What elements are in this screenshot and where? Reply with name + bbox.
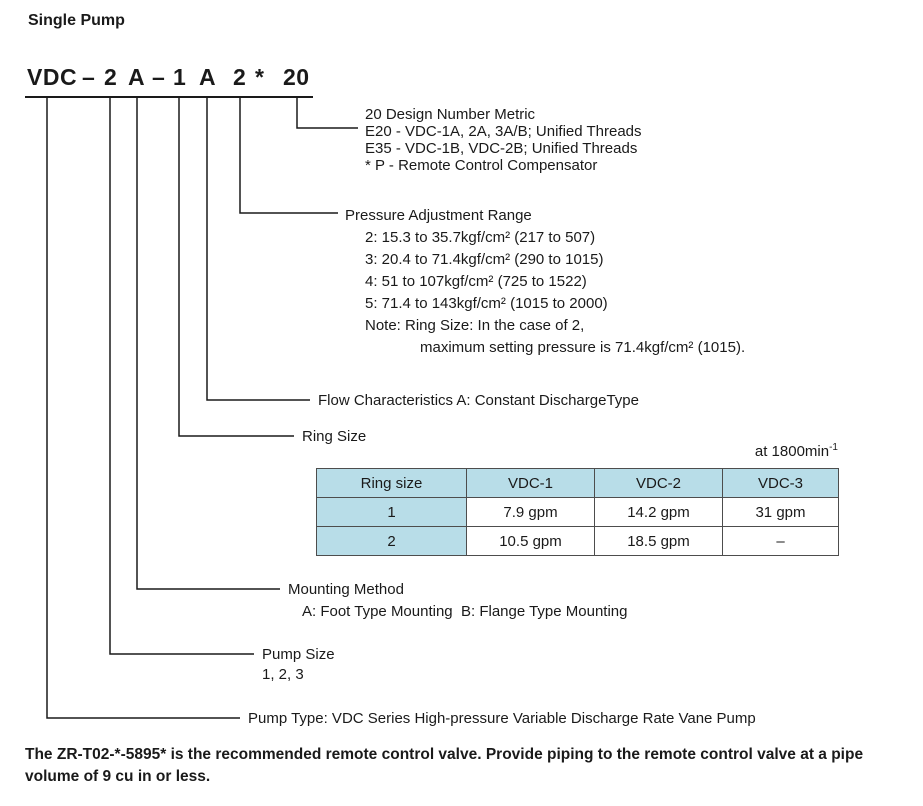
table-cell-ring-size: 2	[316, 526, 467, 556]
code-segment-dash-1: –	[82, 64, 96, 90]
table-cell-ring-size: 1	[316, 497, 467, 527]
pressure-range-note: Note: Ring Size: In the case of 2,	[365, 317, 585, 334]
footer-note: The ZR-T02-*-5895* is the recommended re…	[25, 746, 864, 785]
pressure-range-line: 4: 51 to 107kgf/cm² (725 to 1522)	[365, 273, 587, 290]
code-segment-pump-size: 2	[104, 64, 118, 90]
design-number-callout: 20 Design Number Metric E20 - VDC-1A, 2A…	[365, 106, 642, 174]
connector-pump-type	[46, 97, 240, 719]
table-row: 1 7.9 gpm 14.2 gpm 31 gpm	[316, 497, 839, 527]
model-code-underline	[25, 96, 313, 98]
flow-rate-table: Ring size VDC-1 VDC-2 VDC-3 1 7.9 gpm 14…	[316, 468, 839, 556]
mounting-method-title: Mounting Method	[288, 581, 404, 598]
design-number-line: 20 Design Number Metric	[365, 106, 536, 123]
table-cell-vdc2-flow: 14.2 gpm	[594, 497, 723, 527]
pump-type-label: Pump Type: VDC Series High-pressure Vari…	[248, 710, 756, 727]
pump-size-title: Pump Size	[262, 646, 335, 663]
table-cell-vdc3-flow: –	[722, 526, 839, 556]
table-header-ring-size: Ring size	[316, 468, 467, 498]
table-cell-vdc1-flow: 7.9 gpm	[466, 497, 595, 527]
mounting-method-detail: A: Foot Type Mounting B: Flange Type Mou…	[302, 603, 628, 620]
connector-design-number	[296, 97, 358, 129]
table-header-row: Ring size VDC-1 VDC-2 VDC-3	[316, 468, 839, 498]
ring-size-label: Ring Size	[302, 428, 367, 445]
flow-characteristics-label: Flow Characteristics A: Constant Dischar…	[318, 392, 639, 409]
table-cell-vdc1-flow: 10.5 gpm	[466, 526, 595, 556]
table-header-vdc1: VDC-1	[466, 468, 595, 498]
pressure-range-note-continued: maximum setting pressure is 71.4kgf/cm² …	[420, 339, 746, 356]
table-cell-vdc2-flow: 18.5 gpm	[594, 526, 723, 556]
pressure-range-line: 2: 15.3 to 35.7kgf/cm² (217 to 507)	[365, 229, 596, 246]
table-caption-text: at 1800min	[754, 443, 830, 460]
table-header-vdc2: VDC-2	[594, 468, 723, 498]
pressure-range-line: 3: 20.4 to 71.4kgf/cm² (290 to 1015)	[365, 251, 604, 268]
table-header-vdc3: VDC-3	[722, 468, 839, 498]
code-segment-star: *	[255, 64, 265, 90]
code-segment-ring-size: 1	[173, 64, 187, 90]
connector-mounting-method	[136, 97, 280, 590]
pressure-range-line: 5: 71.4 to 143kgf/cm² (1015 to 2000)	[365, 295, 608, 312]
table-cell-vdc3-flow: 31 gpm	[722, 497, 839, 527]
table-caption-superscript: -1	[829, 442, 838, 453]
code-segment-flow: A	[199, 64, 217, 90]
connector-pressure-range	[239, 97, 338, 214]
table-row: 2 10.5 gpm 18.5 gpm –	[316, 526, 839, 556]
table-caption: at 1800min-1	[316, 442, 838, 460]
code-segment-pump-type: VDC	[27, 64, 78, 90]
page-title: Single Pump	[28, 12, 125, 29]
connector-ring-size	[178, 97, 294, 437]
pressure-range-callout: Pressure Adjustment Range 2: 15.3 to 35.…	[345, 205, 745, 359]
connector-pump-size	[109, 97, 254, 655]
pressure-range-title: Pressure Adjustment Range	[345, 207, 532, 224]
pump-size-detail: 1, 2, 3	[262, 666, 304, 683]
code-segment-pressure: 2	[233, 64, 247, 90]
design-number-line: E35 - VDC-1B, VDC-2B; Unified Threads	[365, 140, 638, 157]
code-segment-mounting: A	[128, 64, 146, 90]
code-segment-design-number: 20	[283, 64, 310, 90]
code-segment-dash-2: –	[152, 64, 166, 90]
design-number-line: E20 - VDC-1A, 2A, 3A/B; Unified Threads	[365, 123, 642, 140]
design-number-line: * P - Remote Control Compensator	[365, 157, 598, 174]
connector-flow-characteristics	[206, 97, 310, 401]
